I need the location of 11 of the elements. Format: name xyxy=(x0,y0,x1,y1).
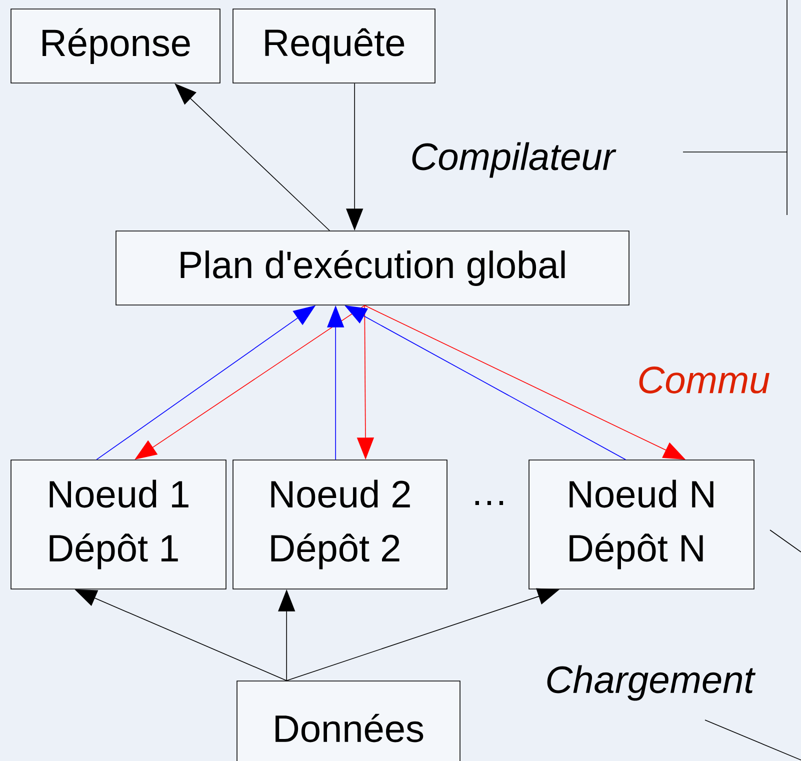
process-box: Données xyxy=(236,680,460,761)
section-label: Commu xyxy=(639,366,770,394)
section-label: Chargement xyxy=(547,665,756,701)
process-box: Noeud 1 Dépôt 1 xyxy=(10,460,226,590)
ellipsis: … xyxy=(475,500,504,506)
process-box: Noeud N Dépôt N xyxy=(528,460,754,590)
process-box: Noeud 2 Dépôt 2 xyxy=(232,460,448,590)
process-box: Plan d'exécution global xyxy=(116,230,630,306)
section-label: Compilateur xyxy=(412,142,616,178)
process-box: Requête xyxy=(232,8,436,84)
process-box: Réponse xyxy=(10,8,220,84)
